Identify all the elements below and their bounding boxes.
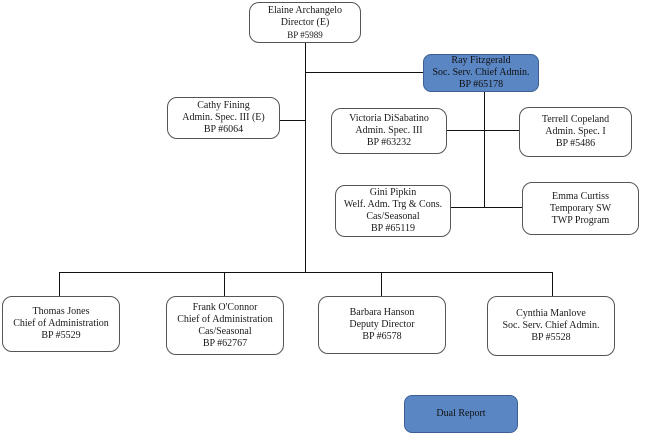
org-node-cathy-fining[interactable]: Cathy Fining Admin. Spec. III (E) BP #60… [167,97,280,139]
legend-label: Dual Report [436,408,486,419]
connector-ray [305,72,423,73]
node-name: Thomas Jones [32,306,90,317]
node-title: Director (E) [280,16,330,28]
node-title: Soc. Serv. Chief Admin. [502,320,600,331]
drop-cynthia [552,272,553,296]
node-name: Terrell Copeland [541,114,610,125]
legend-dual-report: Dual Report [404,395,518,433]
node-note: TWP Program [551,214,610,226]
org-node-cynthia-manlove[interactable]: Cynthia Manlove Soc. Serv. Chief Admin. … [487,296,615,356]
ray-down-line [484,92,485,207]
node-title: Chief of Administration [177,313,273,325]
node-bp: BP #65178 [458,79,504,90]
org-node-frank-oconnor[interactable]: Frank O'Connor Chief of Administration C… [166,296,284,355]
node-name: Emma Curtiss [552,190,609,202]
connector-gini-emma [451,207,523,208]
node-title: Deputy Director [349,319,415,330]
node-bp: BP #5486 [555,138,596,149]
node-bp: BP #5528 [531,332,571,343]
node-bp: BP #5529 [41,330,81,341]
node-title: Admin. Spec. I [545,126,606,137]
node-title: Admin. Spec. III [355,125,423,136]
connector-cathy [280,120,305,121]
node-title: Admin. Spec. III (E) [182,112,265,123]
node-bp: BP #63232 [366,137,412,148]
node-name: Frank O'Connor [192,301,258,313]
drop-barbara [381,272,382,296]
node-bp: BP #6064 [203,124,244,135]
node-name: Victoria DiSabatino [349,113,429,124]
org-node-gini-pipkin[interactable]: Gini Pipkin Welf. Adm. Trg & Cons. Cas/S… [335,185,451,237]
node-name: Cynthia Manlove [516,308,586,319]
node-bp: BP #65119 [371,223,415,234]
connector-victoria-terrell [447,130,519,131]
org-node-thomas-jones[interactable]: Thomas Jones Chief of Administration BP … [2,296,120,352]
trunk-line [305,43,306,272]
org-node-terrell-copeland[interactable]: Terrell Copeland Admin. Spec. I BP #5486 [519,107,632,157]
node-note: Cas/Seasonal [366,211,420,222]
node-bp: BP #62767 [202,337,248,349]
node-name: Ray Fitzgerald [451,55,511,66]
org-node-emma-curtiss[interactable]: Emma Curtiss Temporary SW TWP Program [522,182,639,235]
org-node-ray-fitzgerald[interactable]: Ray Fitzgerald Soc. Serv. Chief Admin. B… [423,54,539,92]
node-name: Elaine Archangelo [267,4,343,16]
drop-frank [224,272,225,296]
node-note: Cas/Seasonal [198,325,252,337]
org-node-director[interactable]: Elaine Archangelo Director (E) BP #5989 [249,2,361,43]
node-bp: BP #5989 [287,29,323,40]
node-name: Barbara Hanson [349,307,415,318]
node-title: Welf. Adm. Trg & Cons. [343,199,443,210]
drop-thomas [59,272,60,296]
node-name: Gini Pipkin [369,187,417,198]
org-node-victoria-disabatino[interactable]: Victoria DiSabatino Admin. Spec. III BP … [331,108,447,154]
bottom-bus-line [59,272,553,273]
org-node-barbara-hanson[interactable]: Barbara Hanson Deputy Director BP #6578 [318,296,446,354]
node-name: Cathy Fining [197,100,250,111]
node-title: Chief of Administration [13,318,109,329]
node-title: Temporary SW [549,202,612,214]
node-bp: BP #6578 [362,331,402,342]
node-title: Soc. Serv. Chief Admin. [432,67,530,78]
